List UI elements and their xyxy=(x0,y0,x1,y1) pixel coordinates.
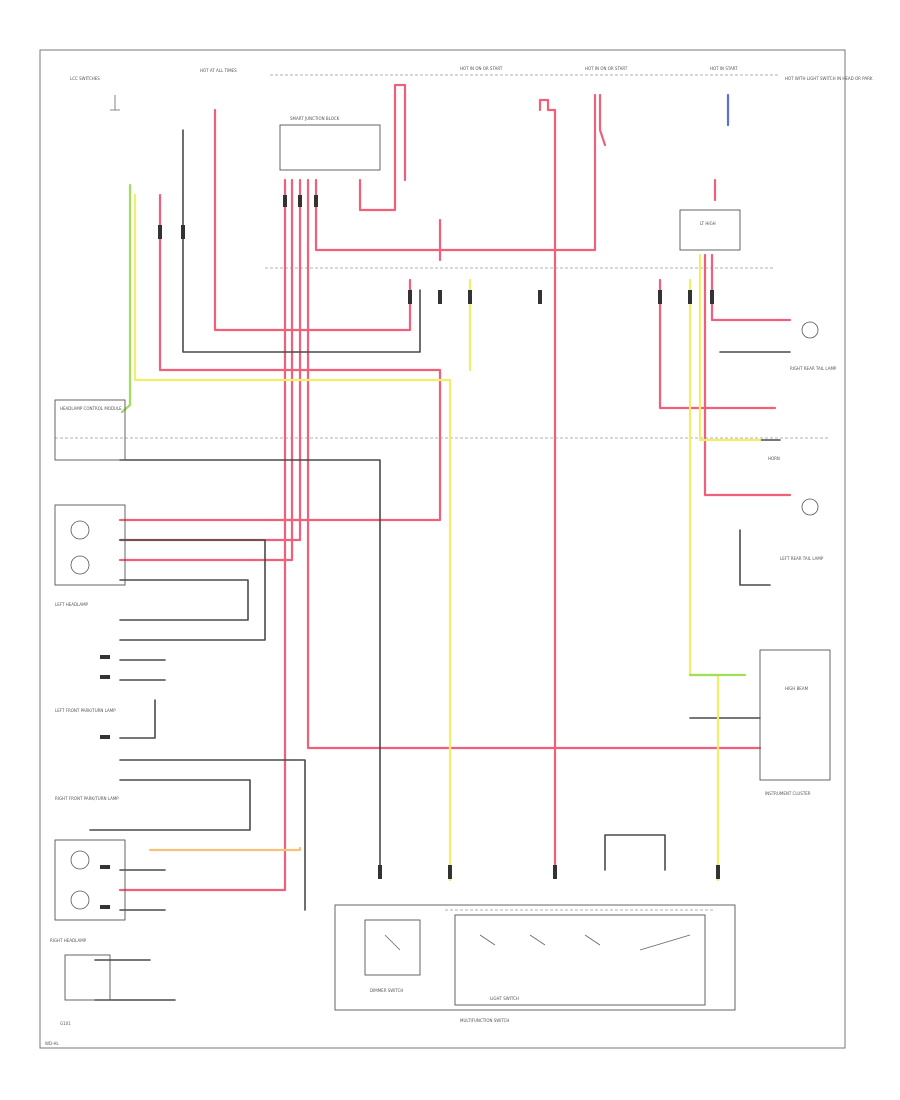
smart-junction-box xyxy=(279,124,381,171)
wire-red-11 xyxy=(658,278,777,410)
wire-red-4 xyxy=(118,178,294,562)
label-right-top-note: HOT WITH LIGHT SWITCH IN HEAD OR PARK xyxy=(785,76,873,81)
label-instrument-cluster: INSTRUMENT CLUSTER xyxy=(765,791,811,796)
label-footer-tag: WD-HL xyxy=(45,1041,59,1046)
label-left-headlamp: LEFT HEADLAMP xyxy=(55,602,89,607)
label-g101: G101 xyxy=(60,1021,71,1026)
label-hot3: HOT IN START xyxy=(710,66,738,71)
label-light-switch: LIGHT SWITCH xyxy=(490,996,519,1001)
wire-red-13 xyxy=(703,253,792,497)
wire-black-4 xyxy=(119,579,249,621)
left-rear-tail-lamp xyxy=(801,498,819,516)
left-headlamp-bulb-2 xyxy=(70,555,90,575)
right-headlamp-bulb-2 xyxy=(70,890,90,910)
wire-red-6 xyxy=(306,178,762,750)
label-multifunction-switch: MULTIFUNCTION SWITCH xyxy=(460,1018,509,1023)
right-headlamp-bulb-1 xyxy=(70,850,90,870)
right-headlamp-box xyxy=(54,839,126,921)
wire-black-7 xyxy=(119,699,156,739)
instrument-cluster-box xyxy=(759,649,831,781)
wire-red-5 xyxy=(118,178,302,542)
label-lcc-switches: LCC SWITCHES xyxy=(70,76,100,81)
wire-red-3 xyxy=(118,178,287,892)
right-rear-tail-lamp xyxy=(801,321,819,339)
label-rt-park: RIGHT FRONT PARK/TURN LAMP xyxy=(55,796,119,801)
label-right-rear-tail: RIGHT REAR TAIL LAMP xyxy=(790,366,837,371)
label-smart-junction: SMART JUNCTION BLOCK xyxy=(290,116,340,121)
headlamp-control-module xyxy=(54,399,126,461)
wire-red-1 xyxy=(213,108,412,332)
wire-black-3 xyxy=(119,539,266,641)
wire-red-10 xyxy=(598,93,607,147)
label-dimmer-switch: DIMMER SWITCH xyxy=(370,988,403,993)
label-relay-right: LT HIGH xyxy=(700,221,716,226)
wire-black-15 xyxy=(739,529,771,586)
wire-black-8 xyxy=(119,759,306,911)
wire-black-9 xyxy=(89,779,251,831)
multifunction-switch-outer xyxy=(334,904,736,1011)
light-switch-box xyxy=(454,914,706,1006)
wire-green-1 xyxy=(120,183,132,414)
wire-black-1 xyxy=(182,129,421,353)
label-horn: HORN xyxy=(768,456,780,461)
wire-black-17 xyxy=(604,834,666,871)
wire-black-2 xyxy=(119,459,381,871)
wire-red-2 xyxy=(118,193,442,522)
diagram-frame xyxy=(39,49,846,1049)
horn-box xyxy=(64,954,111,1001)
connector-pins xyxy=(100,195,720,909)
wire-orange-1 xyxy=(148,846,302,852)
label-lamp-module: HEADLAMP CONTROL MODULE xyxy=(60,406,122,411)
label-lt-park: LEFT FRONT PARK/TURN LAMP xyxy=(55,708,116,713)
dimmer-switch-box xyxy=(364,919,421,976)
left-headlamp-bulb-1 xyxy=(70,520,90,540)
wire-red-8 xyxy=(358,83,407,212)
right-relay-box xyxy=(679,209,741,251)
wire-red-7 xyxy=(314,93,597,252)
wire-red-9 xyxy=(538,98,557,872)
wire-red-12 xyxy=(710,253,792,322)
label-hot1: HOT IN ON OR START xyxy=(460,66,503,71)
label-beam-ind: HIGH BEAM xyxy=(785,686,809,691)
switch-contacts xyxy=(384,934,691,951)
label-left-rear-tail: LEFT REAR TAIL LAMP xyxy=(780,556,824,561)
wire-yellow-3 xyxy=(698,253,762,442)
top-left-bracket xyxy=(110,95,120,111)
wire-yellow-1 xyxy=(133,193,452,882)
label-hot2: HOT IN ON OR START xyxy=(585,66,628,71)
label-fuse-top: HOT AT ALL TIMES xyxy=(200,68,237,73)
left-headlamp-box xyxy=(54,504,126,586)
label-right-headlamp: RIGHT HEADLAMP xyxy=(50,938,87,943)
